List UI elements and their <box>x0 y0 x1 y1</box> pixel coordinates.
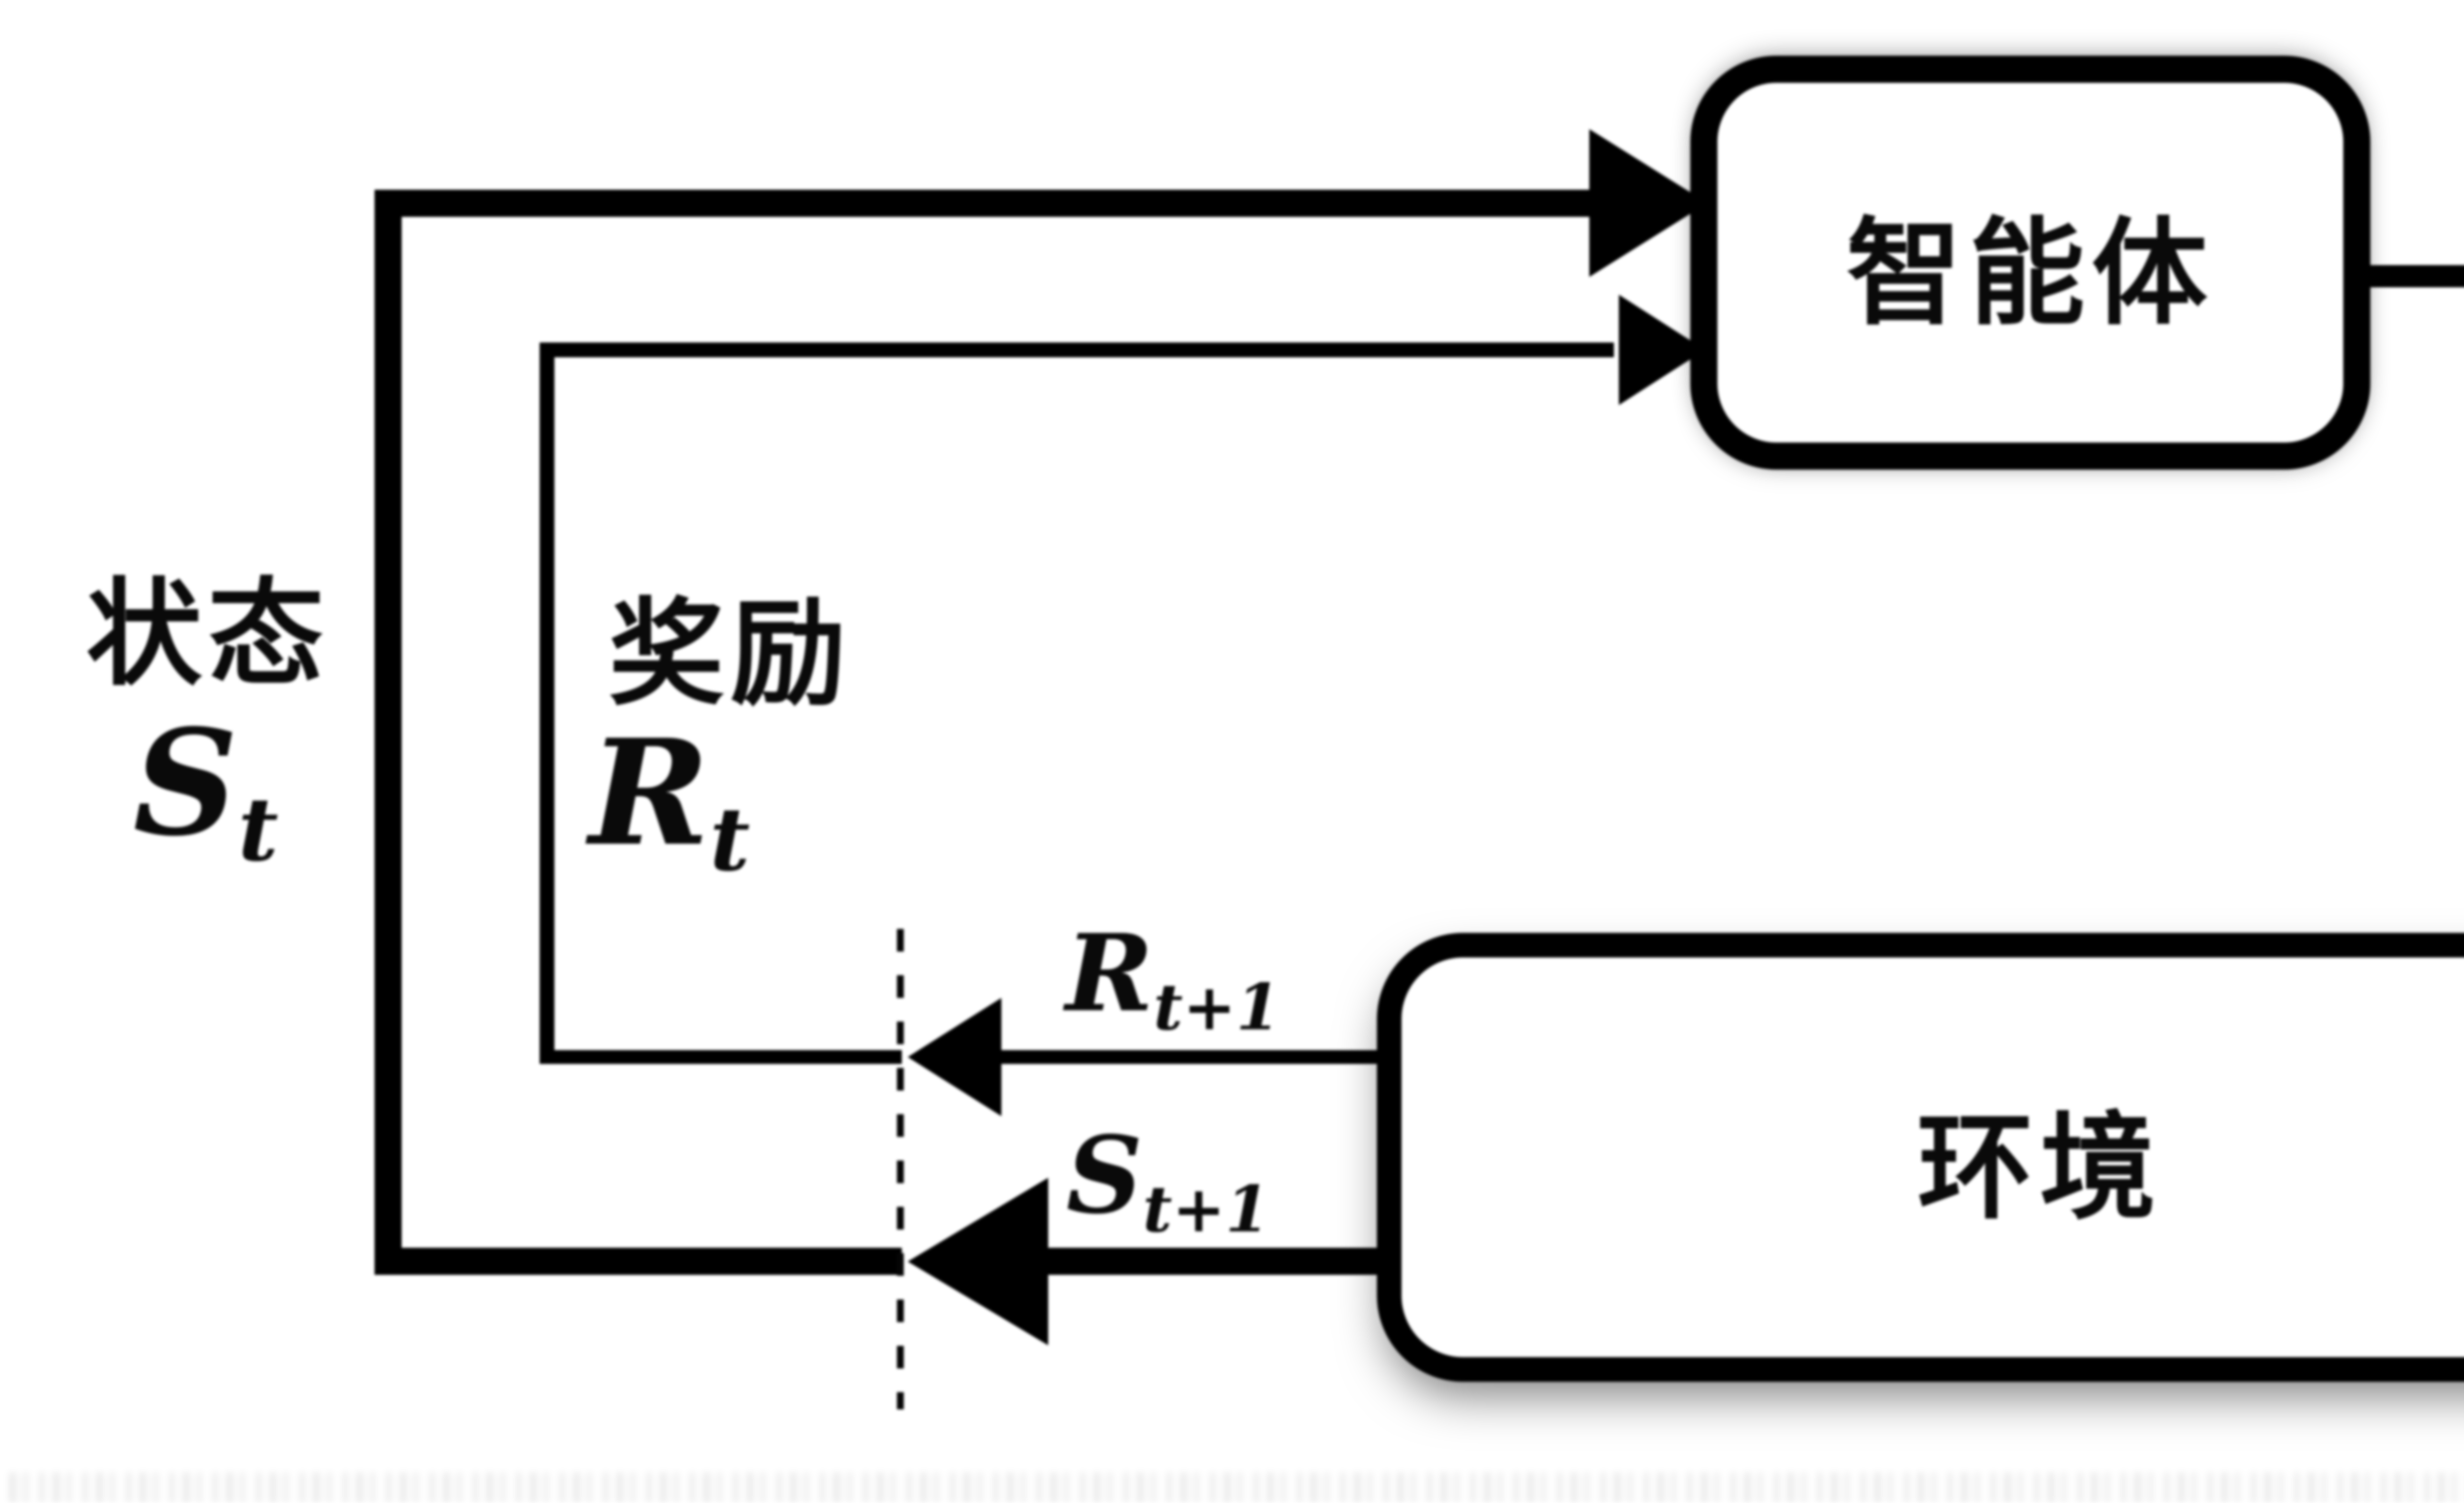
time-step-boundary-dashed-line <box>897 929 904 1409</box>
next-state-line-left <box>375 1248 902 1275</box>
next-reward-symbol: Rt+1 <box>1065 911 1281 1045</box>
next-reward-arrowhead-icon <box>908 998 1001 1116</box>
next-reward-line-left <box>540 1050 902 1064</box>
reward-label-cn: 奖励 <box>609 585 852 721</box>
state-line-vertical <box>375 190 402 1275</box>
state-line-top <box>375 190 1589 217</box>
environment-box: 环境 <box>1377 933 2464 1382</box>
action-line-horizontal-top <box>2365 265 2464 287</box>
reward-line-top <box>540 342 1614 357</box>
state-arrowhead-icon <box>1589 129 1708 277</box>
next-state-symbol: St+1 <box>1066 1113 1270 1247</box>
environment-box-label: 环境 <box>1917 1099 2163 1235</box>
reward-symbol: Rt <box>589 707 750 891</box>
next-reward-line-right <box>998 1050 1380 1064</box>
clipped-caption-remnant <box>10 1472 2464 1503</box>
state-label-cn: 状态 <box>86 566 330 702</box>
next-state-line-right <box>1046 1248 1391 1275</box>
agent-box-label: 智能体 <box>1846 205 2215 341</box>
next-state-arrowhead-icon <box>908 1178 1048 1345</box>
agent-box: 智能体 <box>1690 56 2370 470</box>
reward-line-vertical <box>540 342 554 1064</box>
state-symbol: St <box>133 697 278 881</box>
